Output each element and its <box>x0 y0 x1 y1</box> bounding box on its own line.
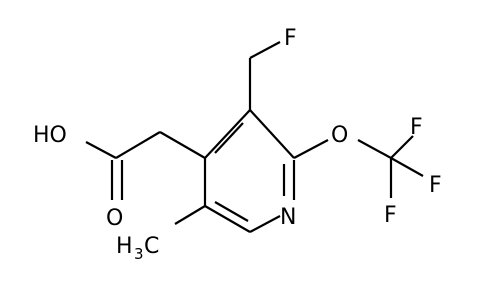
bond-c3-c4-inner <box>214 122 244 154</box>
bond-o-cf3 <box>357 139 392 159</box>
fluoromethyl-fluorine-label: F <box>284 26 297 51</box>
methyl-h-subscript: 3 <box>134 245 144 263</box>
bond-c2-o <box>293 139 329 159</box>
bond-c5-ch3 <box>174 205 206 225</box>
bond-ch2-f <box>249 41 281 59</box>
ring-nitrogen-label: N <box>280 205 296 230</box>
methyl-label: H 3 C <box>116 234 159 263</box>
hydroxyl-label: HO <box>33 123 67 148</box>
methyl-c-label: C <box>144 234 159 259</box>
trifluoro-fluorine-bottom-label: F <box>384 203 397 228</box>
bond-c4-ch2 <box>159 131 206 159</box>
trifluoro-fluorine-top-label: F <box>410 115 423 140</box>
trifluoro-fluorine-right-label: F <box>429 173 442 198</box>
bond-cf3-f-right <box>390 157 424 177</box>
bond-c6-n1 <box>249 215 281 233</box>
bond-c5-c6 <box>204 205 251 233</box>
bond-cf3-f-top <box>390 135 414 159</box>
carbonyl-oxygen-label: O <box>106 206 123 231</box>
bond-c5-c6-inner <box>214 201 249 222</box>
methyl-h-label: H <box>116 234 133 259</box>
bond-c3-c4 <box>204 109 251 159</box>
bond-ch2-cooh <box>115 131 161 159</box>
ether-oxygen-label: O <box>331 123 348 148</box>
bond-cooh-oh <box>85 141 117 159</box>
bond-c2-c3 <box>249 109 295 159</box>
